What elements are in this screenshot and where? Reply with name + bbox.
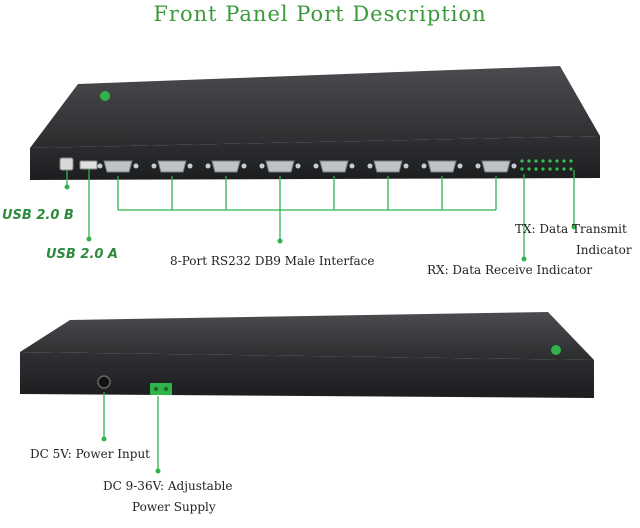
- db9-port-4: [259, 160, 301, 173]
- label-rs232: 8-Port RS232 DB9 Male Interface: [170, 254, 375, 268]
- callout-dots-front: [64, 184, 577, 262]
- rear-device-face: [20, 352, 594, 398]
- dc-936v-terminal: [150, 383, 172, 395]
- db9-port-8: [475, 160, 517, 173]
- front-device-top: [30, 66, 600, 148]
- callout-dots-rear: [101, 436, 161, 474]
- led-indicators: [520, 159, 573, 171]
- db9-port-3: [205, 160, 247, 173]
- callout-lines-front: [66, 169, 575, 258]
- callout-lines-rear: [103, 392, 159, 470]
- rear-device-logo: [551, 345, 561, 355]
- label-tx-line1: TX: Data Transmit: [515, 222, 627, 236]
- front-panel-device: [30, 66, 600, 180]
- db9-port-5: [313, 160, 355, 173]
- label-tx-line2: Indicator: [576, 243, 632, 257]
- label-dc-936v-line1: DC 9-36V: Adjustable: [103, 479, 233, 493]
- label-rx: RX: Data Receive Indicator: [427, 263, 593, 277]
- label-usb-a: USB 2.0 A: [46, 247, 118, 262]
- db9-port-2: [151, 160, 193, 173]
- label-usb-b: USB 2.0 B: [2, 208, 74, 223]
- diagram-title: Front Panel Port Description: [153, 2, 487, 26]
- rear-device-top: [20, 312, 594, 360]
- label-dc-5v: DC 5V: Power Input: [30, 447, 151, 461]
- usb-b-port: [59, 157, 74, 171]
- db9-port-7: [421, 160, 463, 173]
- front-device-logo: [100, 91, 110, 101]
- db9-port-6: [367, 160, 409, 173]
- db9-port-1: [97, 160, 139, 173]
- label-dc-936v-line2: Power Supply: [132, 500, 216, 514]
- usb-a-port: [79, 160, 98, 170]
- dc-5v-jack: [97, 375, 111, 389]
- rear-panel-device: [20, 312, 594, 398]
